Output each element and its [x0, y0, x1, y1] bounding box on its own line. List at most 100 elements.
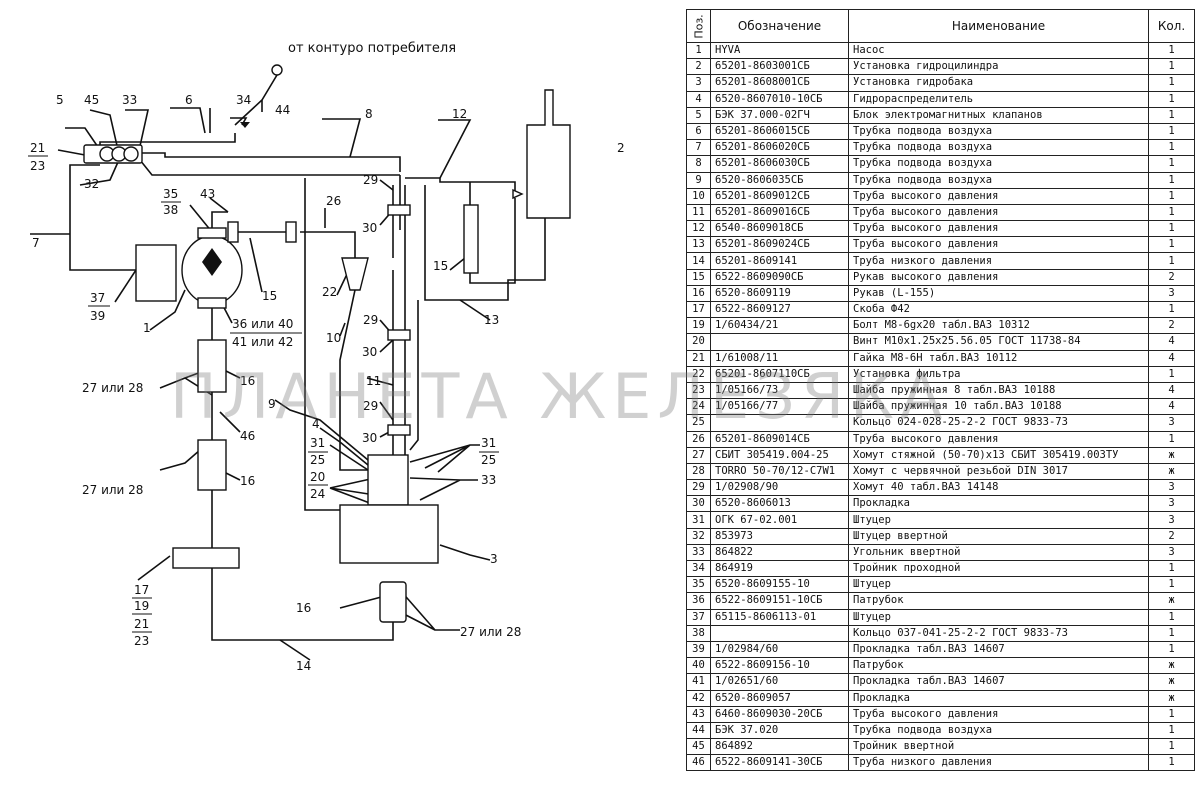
- cell-pos: 21: [686, 349, 711, 367]
- cell-qty: 1: [1148, 220, 1195, 238]
- cell-name: Трубка подвода воздуха: [848, 139, 1149, 157]
- cell-designation: 1/02984/60: [710, 640, 849, 659]
- pump-symbol-icon: [202, 262, 222, 276]
- cell-qty: 2: [1148, 268, 1195, 286]
- cell-qty: 1: [1148, 576, 1195, 594]
- leader-29c: [379, 401, 394, 421]
- label-43: 43: [200, 187, 215, 201]
- label-35: 35: [163, 187, 178, 201]
- label-15b: 15: [433, 259, 448, 273]
- label-31b: 31: [481, 436, 496, 450]
- cell-name: Трубка подвода воздуха: [848, 721, 1149, 740]
- cell-qty: 4: [1148, 381, 1195, 400]
- hydro-cylinder-2: [526, 89, 571, 219]
- header-qty: Кол.: [1148, 9, 1195, 43]
- cell-pos: 43: [686, 705, 711, 723]
- label-17: 17: [134, 583, 149, 597]
- cell-name: Штуцер: [848, 511, 1149, 529]
- distributor-4: [367, 454, 409, 506]
- pump-drive-1: [135, 244, 177, 302]
- cell-designation: СБИТ 305419.004-25: [710, 446, 849, 464]
- cell-name: Труба высокого давления: [848, 236, 1149, 254]
- cell-qty: 2: [1148, 317, 1195, 335]
- cell-name: Гайка М8-6Н табл.ВАЗ 10112: [848, 349, 1149, 367]
- cell-qty: 3: [1148, 511, 1195, 529]
- cell-name: Патрубок: [848, 657, 1149, 675]
- cell-pos: 8: [686, 155, 711, 173]
- cell-name: Тройник проходной: [848, 559, 1149, 578]
- consumer-connector: [271, 64, 283, 76]
- cell-qty: 1: [1148, 58, 1195, 76]
- cell-pos: 40: [686, 657, 711, 675]
- leader-17-23: [137, 555, 171, 581]
- pipe-13b: [409, 300, 419, 451]
- label-25b: 25: [481, 453, 496, 467]
- cell-qty: 1: [1148, 365, 1195, 383]
- cell-pos: 36: [686, 592, 711, 610]
- leader-31-25a: [329, 444, 369, 471]
- cell-name: Труба низкого давления: [848, 252, 1149, 270]
- cell-designation: 6522-8609141-30СБ: [710, 754, 849, 772]
- cell-designation: 853973: [710, 527, 849, 545]
- label-21a: 21: [30, 141, 45, 155]
- cell-qty: 4: [1148, 398, 1195, 416]
- cell-name: Прокладка: [848, 689, 1149, 707]
- leader-4: [319, 427, 369, 466]
- leader-5: [65, 127, 101, 151]
- cell-qty: 4: [1148, 333, 1195, 351]
- label-4: 4: [312, 417, 320, 431]
- leader-32: [79, 161, 119, 186]
- cell-pos: 34: [686, 559, 711, 578]
- label-20: 20: [310, 470, 325, 484]
- cell-pos: 12: [686, 220, 711, 238]
- leader-31-25b: [409, 444, 480, 473]
- label-31a: 31: [310, 436, 325, 450]
- cell-qty: 3: [1148, 543, 1195, 562]
- cell-qty: 4: [1148, 349, 1195, 367]
- header-designation: Обозначение: [710, 9, 849, 43]
- cylinder-elbow: [512, 188, 524, 200]
- leader-21-23: [57, 149, 86, 156]
- cell-name: Труба высокого давления: [848, 220, 1149, 238]
- cell-designation: 864919: [710, 559, 849, 578]
- cell-pos: 9: [686, 171, 711, 189]
- cell-pos: 42: [686, 689, 711, 707]
- header-name: Наименование: [848, 9, 1149, 43]
- cell-qty: 1: [1148, 236, 1195, 254]
- cell-pos: 6: [686, 122, 711, 141]
- cell-qty: 1: [1148, 155, 1195, 173]
- cell-name: Скоба Ф42: [848, 300, 1149, 319]
- cell-pos: 46: [686, 754, 711, 772]
- cell-designation: 6522-8609151-10СБ: [710, 592, 849, 610]
- cell-pos: 20: [686, 333, 711, 351]
- label-7: 7: [32, 236, 40, 250]
- label-25a: 25: [310, 453, 325, 467]
- cell-name: Штуцер: [848, 608, 1149, 626]
- cell-name: Хомут стяжной (50-70)х13 СБИТ 305419.003…: [848, 446, 1149, 464]
- cell-name: Рукав (L-155): [848, 284, 1149, 303]
- cell-name: Труба высокого давления: [848, 187, 1149, 205]
- leader-1: [149, 289, 186, 331]
- hose-16b: [197, 439, 227, 491]
- cell-pos: 28: [686, 462, 711, 481]
- cell-name: Трубка подвода воздуха: [848, 171, 1149, 189]
- tank-3: [339, 504, 439, 564]
- cell-designation: 65201-8609014СБ: [710, 430, 849, 448]
- label-23a: 23: [30, 159, 45, 173]
- label-22: 22: [322, 285, 337, 299]
- cell-name: Установка гидробака: [848, 74, 1149, 92]
